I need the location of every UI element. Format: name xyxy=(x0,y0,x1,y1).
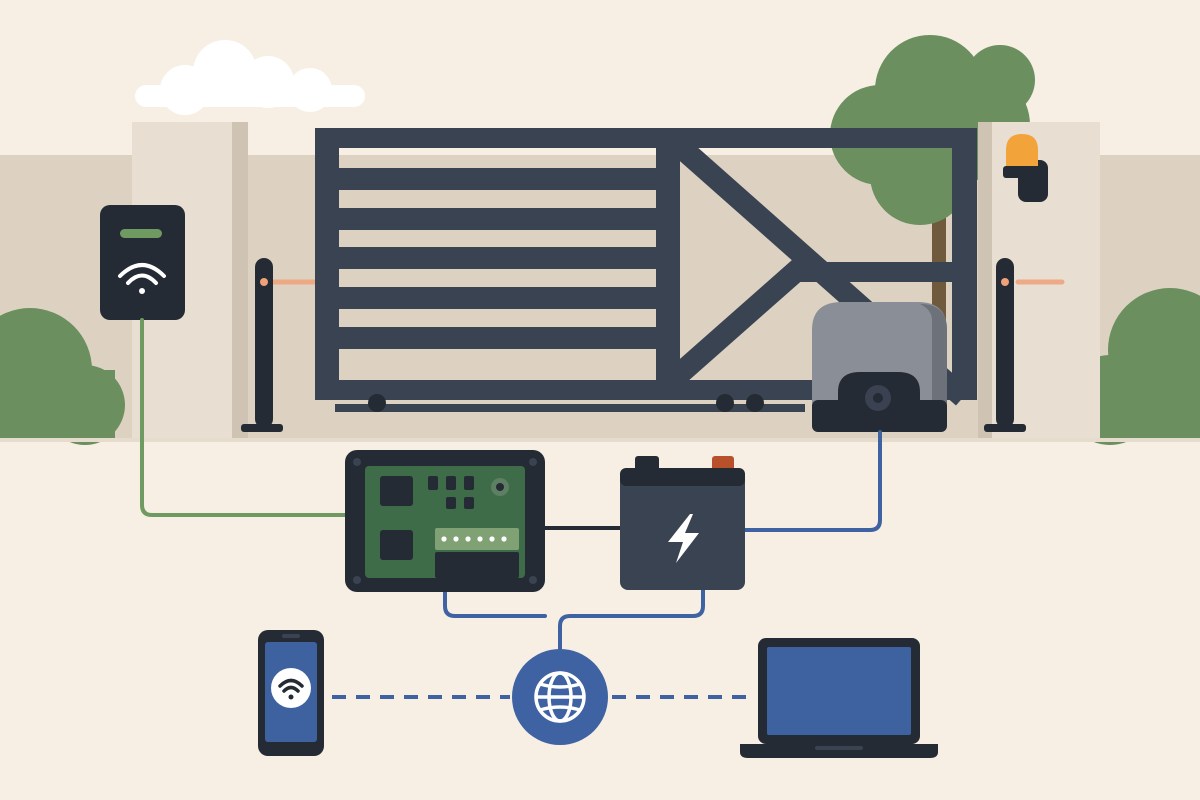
cloud-icon xyxy=(135,40,365,115)
wifi-keypad[interactable] xyxy=(100,205,185,320)
bush-left xyxy=(0,308,125,445)
wire-battery-to-hub xyxy=(558,588,705,664)
gate-wheels xyxy=(368,394,764,412)
safety-photocell-left[interactable] xyxy=(241,258,283,432)
safety-photocell-right[interactable] xyxy=(984,258,1026,432)
smartphone[interactable] xyxy=(258,630,324,756)
lightning-icon xyxy=(668,514,699,563)
wifi-icon xyxy=(118,263,166,294)
ground-line xyxy=(0,438,1200,442)
wire-keypad-to-board xyxy=(140,318,350,517)
wire-battery-to-motor xyxy=(743,430,882,532)
laptop[interactable] xyxy=(740,638,938,758)
internet-hub[interactable] xyxy=(512,649,608,745)
tree-icon xyxy=(830,35,1035,420)
backup-battery[interactable] xyxy=(620,456,745,590)
control-board[interactable] xyxy=(345,450,545,592)
globe-icon xyxy=(534,671,586,723)
wifi-icon xyxy=(278,678,304,693)
wire-board-to-hub xyxy=(443,588,547,618)
warning-lamp-icon[interactable] xyxy=(1003,134,1048,202)
gate-motor[interactable] xyxy=(812,302,947,432)
